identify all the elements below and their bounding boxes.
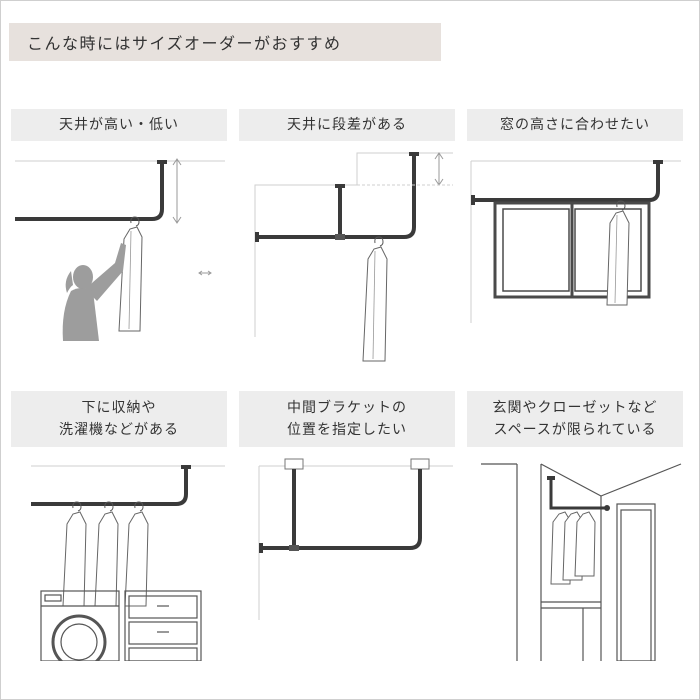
hanger-pipe [31,469,188,506]
hanging-shirts [62,501,149,607]
case-label-line: スペースが限られている [493,422,657,438]
hanger-pipe [473,164,660,202]
case-label-line: 下に収納や [81,399,157,416]
case-label-ceiling-step: 天井に段差がある [239,109,455,141]
hanger-pipe [549,480,607,510]
section-title: こんな時にはサイズオーダーがおすすめ [27,34,342,53]
case-label-line: 洗濯機などがある [59,422,179,438]
illustration-ceiling-step [239,141,455,371]
closet-walls [481,463,682,661]
washing-machine [40,590,120,661]
hanging-shirts [550,511,596,585]
person-silhouette [62,243,126,341]
case-label-bracket-position: 中間ブラケットの 位置を指定したい [239,391,455,447]
hanging-shirt [362,246,388,362]
case-label-limited-space: 玄関やクローゼットなど スペースが限られている [467,391,683,447]
illustration-storage-below [11,456,227,661]
hanger-pipe [15,164,164,221]
storage-drawers [124,590,202,661]
case-label-text: 天井が高い・低い [59,116,179,133]
window-frame [493,201,651,299]
case-label-line: 位置を指定したい [287,422,407,438]
illustration-limited-space [467,456,683,661]
illustration-window-height [467,151,683,331]
case-label-window-height: 窓の高さに合わせたい [467,109,683,141]
stepped-ceiling [254,152,453,337]
section-header: こんな時にはサイズオーダーがおすすめ [9,23,441,61]
bracket-marker [284,458,304,470]
ceiling-bracket [157,160,167,164]
case-label-text: 天井に段差がある [287,116,407,133]
case-label-text: 窓の高さに合わせたい [500,116,650,133]
hanging-shirt [606,210,630,306]
hanger-pipe [257,156,416,239]
case-label-line: 玄関やクローゼットなど [492,399,658,416]
bracket-marker [410,458,430,470]
case-label-ceiling-height: 天井が高い・低い [11,109,227,141]
case-label-storage-below: 下に収納や 洗濯機などがある [11,391,227,447]
illustration-ceiling-height [11,151,227,351]
case-label-line: 中間ブラケットの [287,399,407,416]
illustration-bracket-position [239,456,455,626]
hanger-pipe [261,469,422,550]
